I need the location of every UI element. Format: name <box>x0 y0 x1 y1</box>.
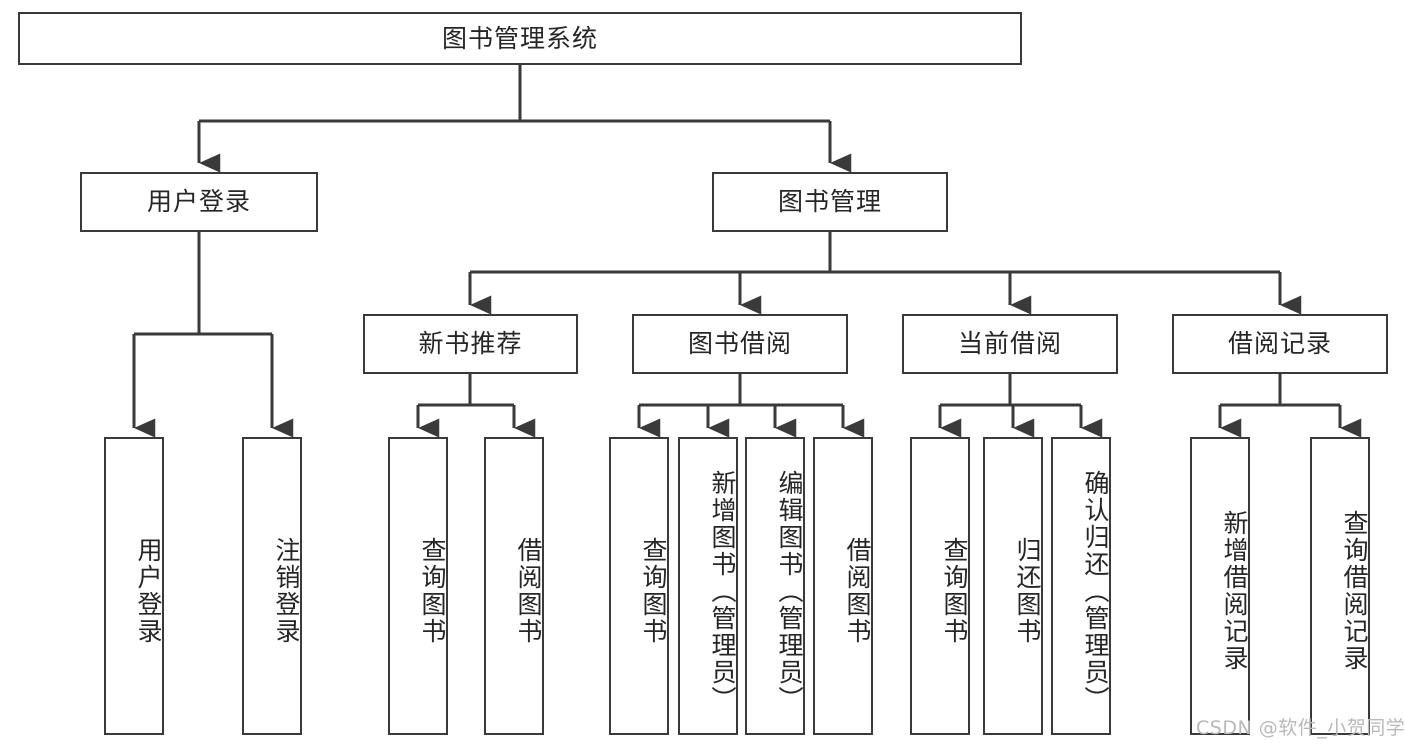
leaf-confirm-return-admin-label: 确认归还（管理员） <box>1081 469 1110 713</box>
leaf-return-book[interactable]: 归还图书 <box>983 437 1043 735</box>
leaf-edit-book-admin[interactable]: 编辑图书（管理员） <box>745 437 805 735</box>
leaf-add-borrow-record[interactable]: 新增借阅记录 <box>1190 437 1250 735</box>
node-user-login[interactable]: 用户登录 <box>80 172 318 232</box>
leaf-logout[interactable]: 注销登录 <box>242 437 302 735</box>
node-root-label: 图书管理系统 <box>441 23 598 53</box>
node-current-borrow-label: 当前借阅 <box>957 329 1062 359</box>
leaf-borrow-book-newbook-label: 借阅图书 <box>514 537 543 645</box>
leaf-logout-label: 注销登录 <box>272 537 301 645</box>
leaf-query-book-borrow-label: 查询图书 <box>639 537 668 645</box>
node-user-login-label: 用户登录 <box>146 187 251 217</box>
node-book-borrow-label: 图书借阅 <box>687 329 792 359</box>
node-root[interactable]: 图书管理系统 <box>18 12 1022 65</box>
leaf-add-book-admin[interactable]: 新增图书（管理员） <box>678 437 738 735</box>
leaf-confirm-return-admin[interactable]: 确认归还（管理员） <box>1051 437 1111 735</box>
leaf-query-book-current-label: 查询图书 <box>940 537 969 645</box>
leaf-query-book-newbook[interactable]: 查询图书 <box>388 437 448 735</box>
leaf-query-book-current[interactable]: 查询图书 <box>910 437 970 735</box>
node-book-management[interactable]: 图书管理 <box>712 172 948 232</box>
leaf-user-login-label: 用户登录 <box>134 537 163 645</box>
node-borrow-record[interactable]: 借阅记录 <box>1172 314 1388 374</box>
leaf-user-login[interactable]: 用户登录 <box>104 437 164 735</box>
node-current-borrow[interactable]: 当前借阅 <box>902 314 1118 374</box>
leaf-query-book-newbook-label: 查询图书 <box>418 537 447 645</box>
leaf-add-borrow-record-label: 新增借阅记录 <box>1220 510 1249 672</box>
leaf-return-book-label: 归还图书 <box>1013 537 1042 645</box>
leaf-borrow-book-borrow-label: 借阅图书 <box>843 537 872 645</box>
leaf-edit-book-admin-label: 编辑图书（管理员） <box>775 469 804 713</box>
leaf-borrow-book-newbook[interactable]: 借阅图书 <box>484 437 544 735</box>
node-book-borrow[interactable]: 图书借阅 <box>632 314 848 374</box>
node-new-book-recommend-label: 新书推荐 <box>418 329 523 359</box>
node-borrow-record-label: 借阅记录 <box>1227 329 1332 359</box>
leaf-query-borrow-record[interactable]: 查询借阅记录 <box>1310 437 1370 735</box>
node-new-book-recommend[interactable]: 新书推荐 <box>363 314 578 374</box>
leaf-query-book-borrow[interactable]: 查询图书 <box>609 437 669 735</box>
leaf-borrow-book-borrow[interactable]: 借阅图书 <box>813 437 873 735</box>
node-book-management-label: 图书管理 <box>777 187 882 217</box>
leaf-query-borrow-record-label: 查询借阅记录 <box>1340 510 1369 672</box>
leaf-add-book-admin-label: 新增图书（管理员） <box>708 469 737 713</box>
